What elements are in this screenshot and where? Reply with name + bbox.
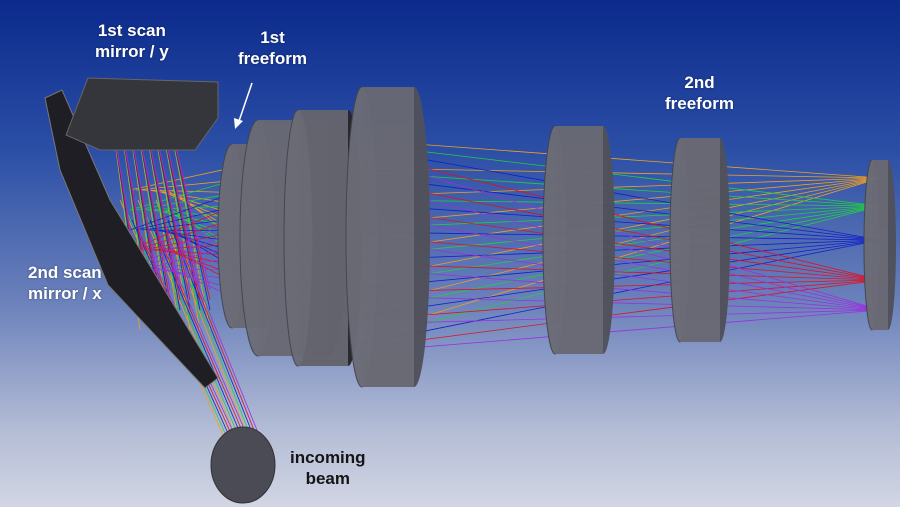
ray	[359, 239, 881, 317]
ray	[359, 139, 881, 179]
ray	[359, 171, 881, 207]
lens-5	[542, 125, 615, 355]
ray	[359, 205, 881, 229]
ray	[359, 177, 881, 337]
label-incoming-beam: incoming beam	[290, 448, 366, 488]
ray	[149, 219, 244, 441]
image-plane	[863, 159, 896, 331]
ray	[359, 205, 881, 341]
ray	[173, 229, 259, 441]
ray	[155, 199, 250, 441]
ray	[155, 229, 247, 441]
lens-3	[283, 109, 362, 367]
ray	[143, 209, 241, 441]
ray	[359, 279, 881, 293]
label-first-scan-mirror: 1st scan mirror / y	[95, 21, 169, 61]
ray	[359, 239, 881, 345]
ray	[359, 177, 881, 225]
ray	[179, 239, 262, 441]
label-first-freeform: 1st freeform	[238, 28, 307, 68]
ray	[359, 309, 881, 325]
ray	[359, 177, 881, 253]
ray	[359, 177, 881, 309]
ray	[359, 239, 881, 261]
ray	[359, 177, 881, 197]
ray	[359, 205, 881, 285]
ray	[359, 183, 881, 311]
lens-4	[345, 86, 430, 388]
ray	[359, 279, 881, 349]
ray	[359, 199, 881, 207]
ray	[359, 211, 881, 311]
ray	[359, 309, 881, 353]
ray	[359, 239, 881, 311]
freeform-2-lens	[669, 137, 730, 343]
ray	[359, 155, 881, 311]
ray	[359, 263, 881, 281]
ray	[359, 205, 881, 313]
ray	[359, 267, 881, 311]
ray	[359, 239, 881, 289]
second-scan-mirror	[44, 89, 219, 389]
ray	[359, 175, 881, 241]
ray	[359, 205, 881, 257]
ray	[359, 295, 881, 311]
ray	[359, 231, 881, 241]
ray	[359, 151, 881, 281]
ray	[359, 167, 881, 179]
label-second-scan-mirror: 2nd scan mirror / x	[28, 263, 102, 303]
freeform-1-arrow	[237, 82, 253, 125]
incoming-beam-disk	[210, 426, 276, 504]
ray	[359, 143, 881, 207]
ray	[359, 203, 881, 241]
ray	[359, 179, 881, 281]
first-scan-mirror	[65, 77, 219, 151]
ray	[359, 177, 881, 281]
ray	[359, 235, 881, 281]
ray	[359, 279, 881, 321]
ray	[359, 147, 881, 241]
ray	[137, 199, 238, 441]
freeform-1-arrowhead	[234, 118, 243, 129]
label-second-freeform: 2nd freeform	[665, 73, 734, 113]
ray	[359, 207, 881, 281]
